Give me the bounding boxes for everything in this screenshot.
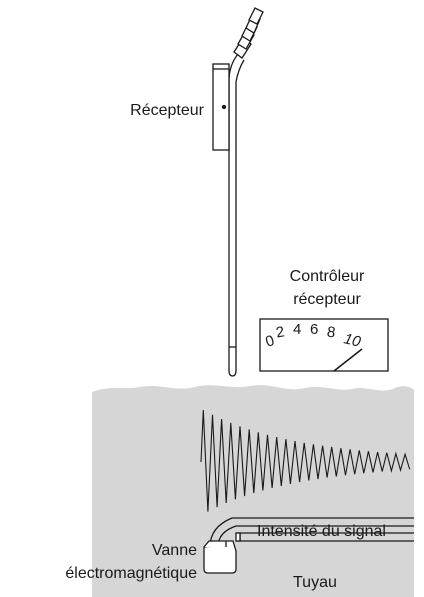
controller-label-line1: Contrôleur xyxy=(289,268,365,285)
gauge-scale-4: 4 xyxy=(293,321,301,338)
gauge-scale-10: 10 xyxy=(342,330,363,351)
ground-cross-section xyxy=(92,385,414,597)
receiver-controller-gauge: 0 2 4 6 8 10 xyxy=(259,318,389,372)
receiver-shaft xyxy=(228,78,237,377)
gauge-scale-8: 8 xyxy=(326,324,337,342)
valve-label-line2: électromagnétique xyxy=(65,565,197,582)
pipe xyxy=(236,517,414,542)
receiver-box xyxy=(212,63,230,151)
gauge-scale-2: 2 xyxy=(275,323,286,341)
controller-label-line2: récepteur xyxy=(293,291,361,308)
receiver-wand xyxy=(212,7,264,377)
solenoid-valve xyxy=(203,532,241,574)
receiver-handle xyxy=(233,7,264,59)
pipe-assembly xyxy=(203,517,414,574)
gauge-needle xyxy=(333,348,363,372)
signal-waveform xyxy=(200,409,411,512)
gauge-scale-6: 6 xyxy=(310,321,318,338)
signal-strength-label: Intensité du signal xyxy=(257,523,386,540)
pipe-label: Tuyau xyxy=(293,574,337,591)
receiver-label: Récepteur xyxy=(130,102,204,119)
valve-label-line1: Vanne xyxy=(151,542,197,559)
